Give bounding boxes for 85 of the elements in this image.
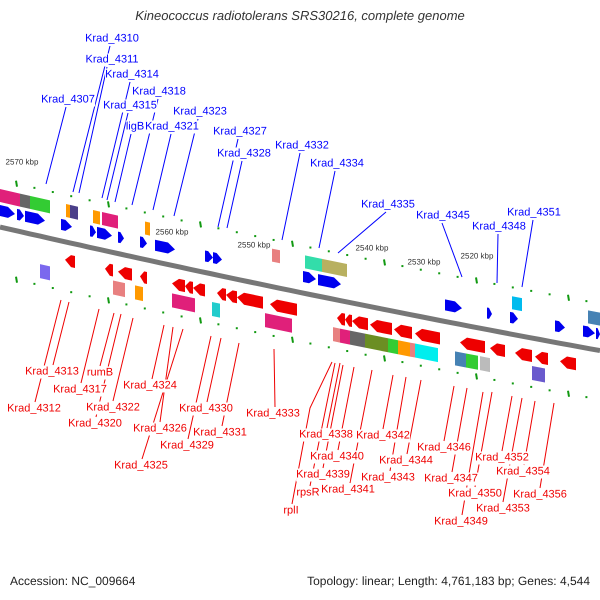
scale-label: 2570 kbp: [6, 158, 38, 166]
gene-label: Krad_4332: [275, 140, 329, 152]
leader-line: [78, 66, 108, 194]
scale-label: 2520 kbp: [460, 252, 494, 260]
leader-line: [502, 396, 512, 452]
leader-line: [102, 82, 130, 198]
gene-label: Krad_4339: [296, 468, 350, 482]
leader-line: [52, 302, 70, 366]
gene-label: Krad_4307: [41, 94, 95, 106]
gene-label: Krad_4356: [513, 488, 567, 502]
gene-label: Krad_4347: [424, 472, 478, 486]
gene-label: Krad_4321: [145, 120, 199, 134]
gene-label: Krad_4325: [114, 460, 168, 472]
scale-label: 2540 kbp: [356, 244, 388, 252]
title: Kineococcus radiotolerans SRS30216, complete genome: [134, 8, 466, 23]
gene-label: Krad_4331: [193, 426, 247, 440]
gene-label: Krad_4313: [25, 366, 79, 378]
gene-label: Krad_4318: [132, 86, 186, 98]
leader-line: [406, 380, 422, 454]
leader-line: [34, 300, 62, 402]
leader-line: [72, 46, 110, 192]
leader-line: [442, 222, 462, 278]
gene-label: Krad_4310: [85, 32, 139, 46]
gene-label: Krad_4350: [448, 488, 502, 500]
gene-label: Krad_4353: [476, 502, 530, 516]
gene-label: Krad_4329: [160, 440, 214, 452]
leader-line: [444, 386, 454, 442]
leader-line: [226, 160, 242, 228]
leader-line: [112, 318, 134, 402]
gene-label: Krad_4311: [86, 54, 138, 66]
gene-label: rumB: [86, 366, 114, 380]
gene-label: Krad_4312: [7, 402, 61, 416]
gene-label: Krad_4341: [321, 484, 375, 496]
gene-label: Krad_4322: [86, 402, 140, 414]
leader-line: [382, 374, 394, 430]
gene-label: Krad_4317: [53, 384, 107, 396]
scale-label: 2530 kbp: [408, 258, 440, 266]
gene-label: Krad_4330: [179, 402, 233, 416]
leader-line: [46, 106, 66, 184]
gene-label: Krad_4340: [310, 450, 364, 464]
leader-line: [274, 348, 276, 408]
gene-label: rpsR: [296, 486, 320, 500]
leader-line: [496, 234, 498, 284]
gene-label: Krad_4324: [123, 380, 177, 392]
gene-label: Krad_4320: [68, 418, 122, 430]
gene-label: Krad_4315: [103, 100, 157, 112]
leader-line: [80, 308, 100, 384]
accession-text: Accession: NC_009664: [10, 574, 136, 588]
gene-label: Krad_4323: [173, 106, 227, 118]
gene-label: Krad_4328: [217, 148, 271, 160]
leader-line: [174, 118, 198, 216]
leader-line: [206, 338, 222, 402]
gene-label: Krad_4335: [361, 198, 415, 212]
leader-line: [282, 152, 300, 240]
gene-label: Krad_4354: [496, 466, 550, 478]
leader-line: [318, 170, 336, 248]
gene-label: Krad_4334: [310, 158, 364, 170]
leader-line: [188, 336, 212, 440]
gene-label: Krad_4326: [133, 422, 187, 436]
gene-label: rplI: [283, 504, 299, 518]
gene-label: Krad_4351: [507, 206, 561, 220]
leader-line: [114, 134, 132, 202]
leader-line: [100, 312, 114, 366]
genome-info-text: Topology: linear; Length: 4,761,183 bp; Genes: 4,544: [307, 574, 590, 588]
gene-label: Krad_4352: [475, 452, 529, 464]
gene-label: Krad_4343: [361, 472, 415, 484]
leader-line: [152, 134, 172, 210]
leader-line: [326, 362, 340, 428]
gene-label: Krad_4333: [246, 408, 300, 420]
gene-label: Krad_4338: [299, 428, 353, 442]
gene-label: Krad_4314: [105, 68, 159, 82]
gene-label: ligB: [126, 120, 144, 134]
leader-line: [338, 212, 386, 254]
scale-label: 2550 kbp: [238, 240, 270, 250]
gene-label: Krad_4342: [356, 430, 410, 442]
leader-line: [522, 220, 534, 288]
gene-label: Krad_4344: [379, 454, 433, 468]
leader-line: [106, 112, 128, 200]
gene-label: Krad_4349: [434, 516, 488, 528]
gene-label: Krad_4346: [417, 442, 471, 454]
gene-label: Krad_4348: [472, 220, 526, 234]
scale-label: 2560 kbp: [156, 228, 188, 236]
leader-line: [152, 324, 164, 380]
gene-label: Krad_4345: [416, 210, 470, 222]
gene-label: Krad_4327: [213, 126, 267, 138]
